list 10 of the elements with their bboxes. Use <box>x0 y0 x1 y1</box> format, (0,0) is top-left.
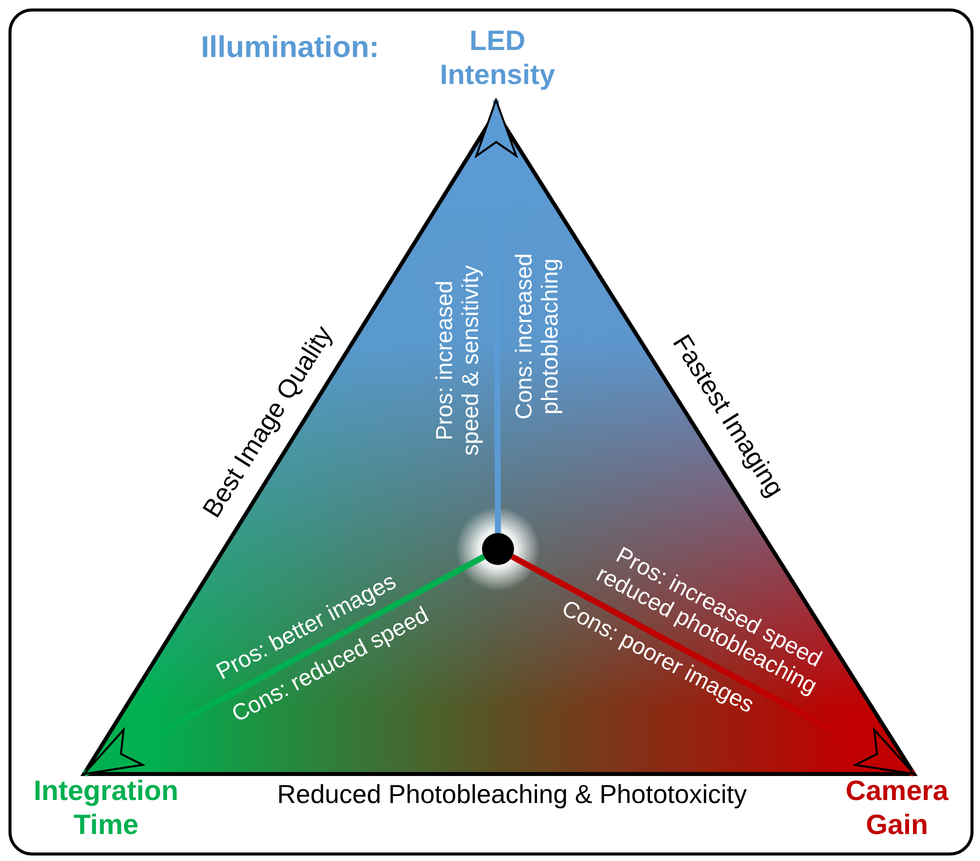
pros-text: Pros: increased speed & sensitivity <box>430 264 484 458</box>
arrow <box>82 554 486 777</box>
side-label: Reduced Photobleaching & Phototoxicity <box>276 780 748 810</box>
arrow <box>510 554 916 777</box>
corner-label: Camera Gain <box>826 774 968 844</box>
cons-text: Cons: increased photobleaching <box>510 252 564 422</box>
corner-label: Integration Time <box>14 774 198 844</box>
group-heading: Illumination: <box>200 30 380 65</box>
arrow <box>475 99 518 534</box>
corner-label: LED Intensity <box>415 24 580 100</box>
